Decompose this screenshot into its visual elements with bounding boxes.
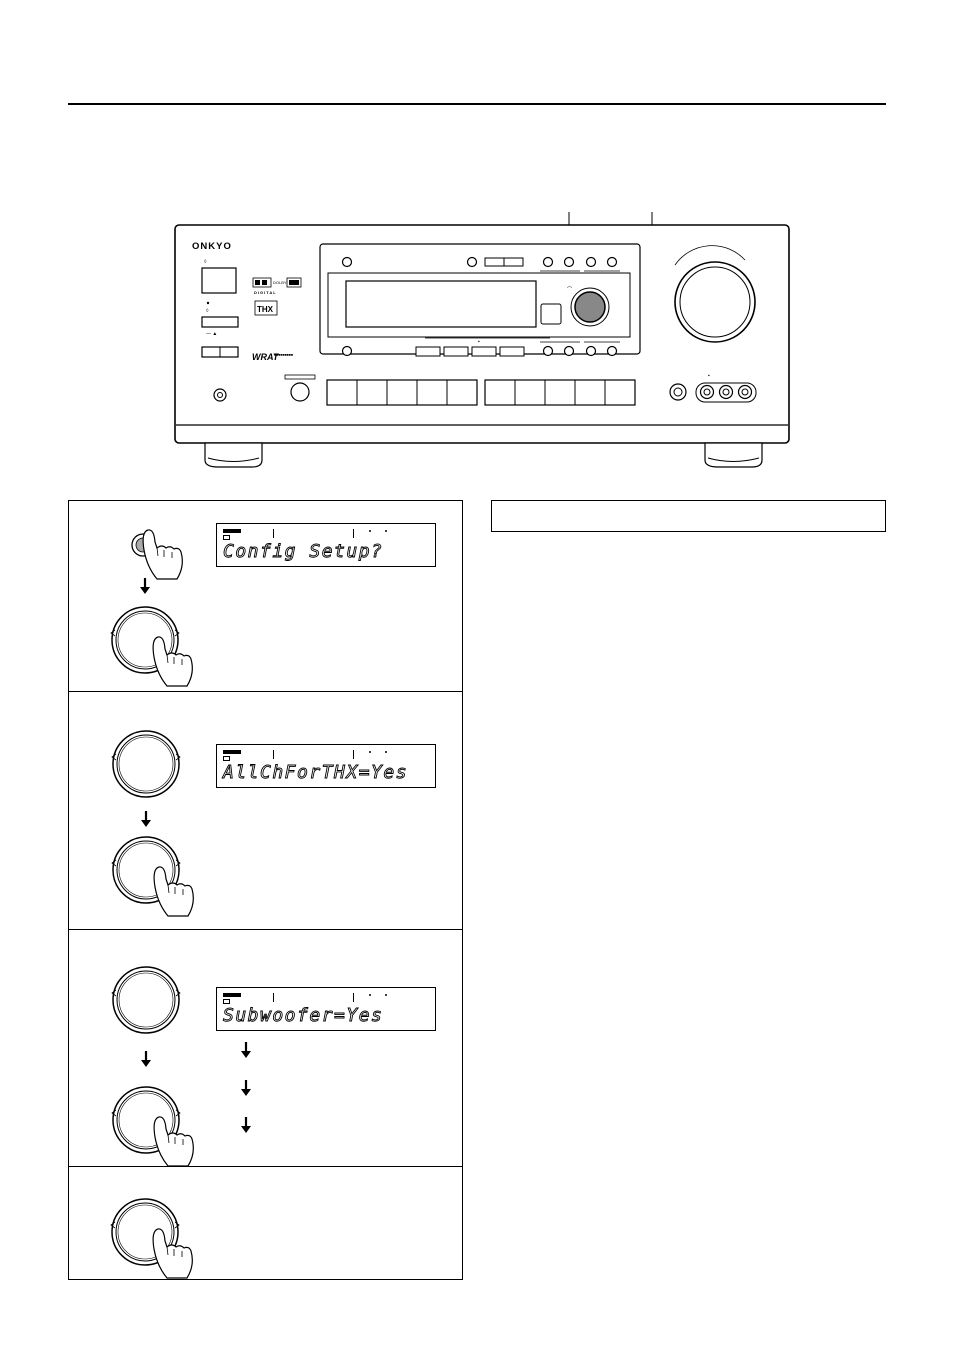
lcd-text: Config Setup? <box>223 541 384 563</box>
info-box <box>491 500 886 532</box>
brand-logo: ONKYO <box>192 241 232 252</box>
svg-text:◊: ◊ <box>204 259 207 265</box>
svg-text:DIGITAL: DIGITAL <box>254 290 277 295</box>
svg-text:THX: THX <box>257 305 274 314</box>
step-illustrations <box>110 529 253 1279</box>
down-arrow-icon <box>139 1049 153 1069</box>
svg-text:⌒: ⌒ <box>567 287 572 293</box>
svg-text:DOLBY: DOLBY <box>273 280 287 285</box>
down-arrow-icon <box>239 1078 253 1098</box>
knob-illustration <box>111 730 181 798</box>
step-divider <box>69 691 462 692</box>
selector-knob <box>574 291 606 323</box>
svg-text:▪: ▪ <box>478 339 480 345</box>
lcd-display: Config Setup? <box>216 523 436 567</box>
knob-turn-illustration <box>110 606 193 687</box>
receiver-front-panel: ONKYO ◊ ◊ — ▲ DOLBY DIGITAL THX WRAT ■■■… <box>174 224 790 468</box>
knob-turn-illustration <box>111 836 194 917</box>
knob-illustration <box>111 966 181 1034</box>
down-arrow-icon <box>239 1040 253 1060</box>
step-divider <box>69 1166 462 1167</box>
down-arrow-icon <box>138 576 152 596</box>
button-press-illustration <box>131 529 183 580</box>
lcd-text: AllChForTHX=Yes <box>223 762 409 784</box>
step-divider <box>69 929 462 930</box>
svg-text:■■■■■■■■■: ■■■■■■■■■ <box>274 353 293 357</box>
knob-turn-illustration <box>110 1198 193 1279</box>
knob-turn-illustration <box>111 1086 194 1167</box>
lcd-text: Subwoofer=Yes <box>223 1005 384 1027</box>
down-arrow-icon <box>239 1115 253 1135</box>
svg-text:WRAT: WRAT <box>252 352 280 362</box>
svg-text:▪: ▪ <box>708 373 710 379</box>
lcd-display: Subwoofer=Yes <box>216 987 436 1031</box>
down-arrow-icon <box>139 809 153 829</box>
top-rule <box>68 103 886 105</box>
lcd-display: AllChForTHX=Yes <box>216 744 436 788</box>
steps-panel <box>68 500 463 1280</box>
svg-text:◊: ◊ <box>206 308 209 314</box>
svg-text:— ▲: — ▲ <box>206 331 217 337</box>
